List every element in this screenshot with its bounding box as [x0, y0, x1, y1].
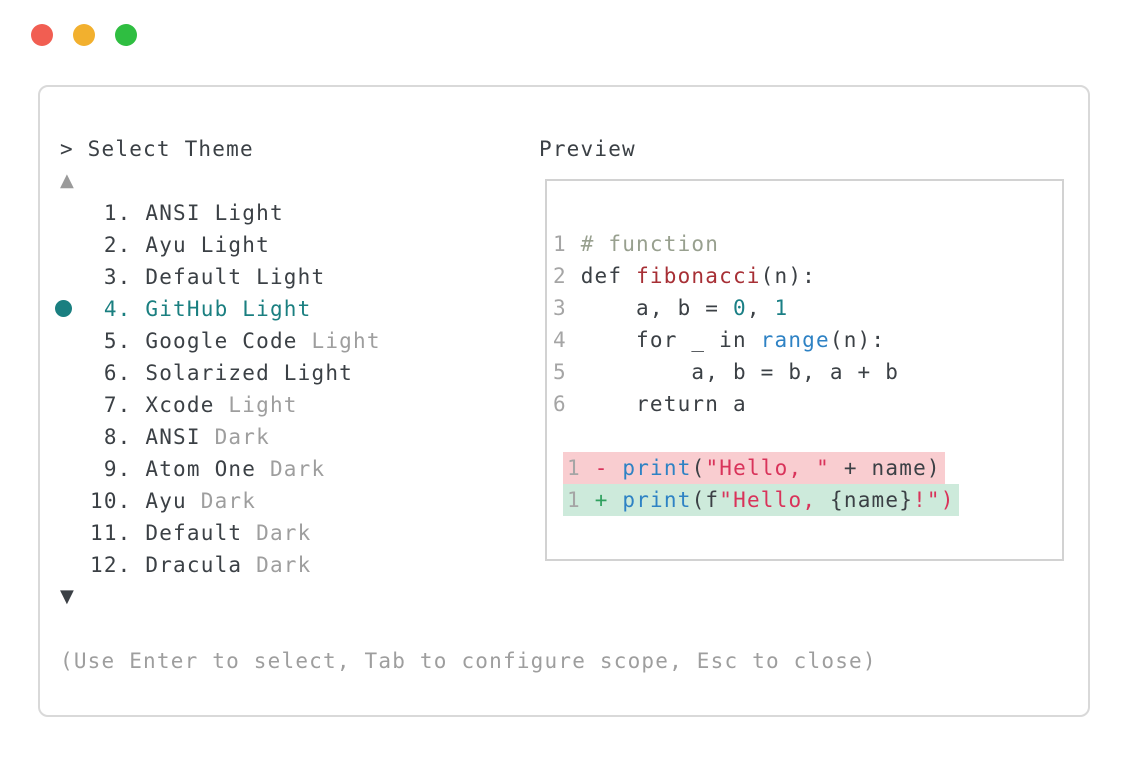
theme-item-variant-label: Dark [242, 553, 312, 577]
code-token: + name) [830, 456, 941, 480]
code-token: print [622, 456, 692, 480]
diff-highlight-added: 1 + print(f"Hello, {name}!") [563, 484, 959, 516]
code-token: return a [580, 392, 747, 416]
code-token: "Hello, [719, 488, 831, 512]
code-token: {name} [830, 488, 914, 512]
code-token: "Hello, " [705, 456, 831, 480]
theme-item-label: 8. ANSI [90, 425, 201, 449]
diff-line-added: 1 + print(f"Hello, {name}!") [553, 484, 1062, 516]
diff-highlight-removed: 1 - print("Hello, " + name) [563, 452, 945, 484]
theme-item-label: 5. Google Code [90, 329, 298, 353]
theme-item-12-dracula[interactable]: 12. Dracula Dark [60, 549, 877, 581]
code-token: 3 [553, 296, 581, 320]
code-line: 5 a, b = b, a + b [553, 356, 1062, 388]
selected-bullet-icon [55, 300, 72, 317]
theme-item-label: 10. Ayu [90, 489, 187, 513]
theme-item-label: 3. Default Light [90, 265, 326, 289]
code-token: 1 [567, 488, 595, 512]
theme-item-10-ayu[interactable]: 10. Ayu Dark [60, 485, 877, 517]
theme-list: 1. ANSI Light 2. Ayu Light 3. Default Li… [55, 197, 877, 581]
code-token: 0 [732, 296, 747, 320]
theme-item-label: 7. Xcode [90, 393, 215, 417]
theme-item-variant-label: Dark [200, 425, 270, 449]
code-token: 4 [553, 328, 581, 352]
preview-title: Preview [539, 137, 636, 161]
theme-item-9-atom-one[interactable]: 9. Atom One Dark [60, 453, 877, 485]
theme-item-1-ansi-light[interactable]: 1. ANSI Light [60, 197, 877, 229]
code-token: fibonacci [636, 264, 761, 288]
theme-item-variant-label: Light [297, 329, 381, 353]
code-token: !") [913, 488, 955, 512]
scroll-down-icon: ▼ [60, 586, 74, 607]
scroll-up-icon: ▲ [60, 170, 74, 191]
theme-item-label: 6. Solarized Light [90, 361, 354, 385]
code-token: (n): [760, 264, 817, 288]
theme-item-label: 11. Default [90, 521, 243, 545]
code-token: 1 [774, 296, 789, 320]
zoom-button[interactable] [115, 24, 137, 46]
code-token: # function [580, 232, 720, 256]
code-token: 1 [553, 232, 581, 256]
theme-item-label: 12. Dracula [90, 553, 243, 577]
code-token: a, b = [580, 296, 733, 320]
code-token: (f [691, 488, 720, 512]
code-token: 1 [567, 456, 595, 480]
code-line: 3 a, b = 0, 1 [553, 292, 1062, 324]
diff-line-removed: 1 - print("Hello, " + name) [553, 452, 1062, 484]
close-button[interactable] [31, 24, 53, 46]
theme-item-5-google-code[interactable]: 5. Google Code Light [60, 325, 877, 357]
code-line: 4 for _ in range(n): [553, 324, 1062, 356]
theme-item-label: 4. GitHub Light [90, 297, 312, 321]
theme-item-variant-label: Light [214, 393, 298, 417]
theme-item-variant-label: Dark [256, 457, 326, 481]
code-token: print [622, 488, 692, 512]
theme-picker-pane: > Select Theme ▲ 1. ANSI Light 2. Ayu Li… [55, 133, 877, 677]
code-token: (n): [829, 328, 886, 352]
code-line: 6 return a [553, 388, 1062, 420]
window-controls [31, 24, 137, 46]
theme-item-label: 9. Atom One [90, 457, 257, 481]
theme-item-label: 2. Ayu Light [90, 233, 270, 257]
minimize-button[interactable] [73, 24, 95, 46]
code-line: 2 def fibonacci(n): [553, 260, 1062, 292]
blank-line [553, 420, 1062, 452]
theme-picker-window: > Select Theme ▲ 1. ANSI Light 2. Ayu Li… [38, 85, 1090, 717]
theme-item-4-github-light[interactable]: 4. GitHub Light [55, 293, 877, 325]
code-token: def [580, 264, 637, 288]
code-token: for _ in [580, 328, 761, 352]
theme-item-variant-label: Dark [186, 489, 257, 513]
theme-item-variant-label: Dark [242, 521, 312, 545]
code-line: 1 # function [553, 228, 1062, 260]
code-token: a, b = b, a + b [580, 360, 900, 384]
theme-item-8-ansi[interactable]: 8. ANSI Dark [60, 421, 877, 453]
theme-item-11-default[interactable]: 11. Default Dark [60, 517, 877, 549]
code-token: + [594, 488, 623, 512]
code-token: ( [691, 456, 706, 480]
code-token: - [594, 456, 623, 480]
code-token: range [760, 328, 830, 352]
code-token: 5 [553, 360, 581, 384]
select-theme-prompt: > Select Theme [60, 137, 254, 161]
code-token: 6 [553, 392, 581, 416]
theme-item-7-xcode[interactable]: 7. Xcode Light [60, 389, 877, 421]
theme-item-3-default-light[interactable]: 3. Default Light [60, 261, 877, 293]
help-text: (Use Enter to select, Tab to configure s… [60, 649, 877, 673]
theme-item-2-ayu-light[interactable]: 2. Ayu Light [60, 229, 877, 261]
theme-item-label: 1. ANSI Light [90, 201, 284, 225]
theme-item-6-solarized-light[interactable]: 6. Solarized Light [60, 357, 877, 389]
code-token: , [746, 296, 775, 320]
code-token: 2 [553, 264, 581, 288]
